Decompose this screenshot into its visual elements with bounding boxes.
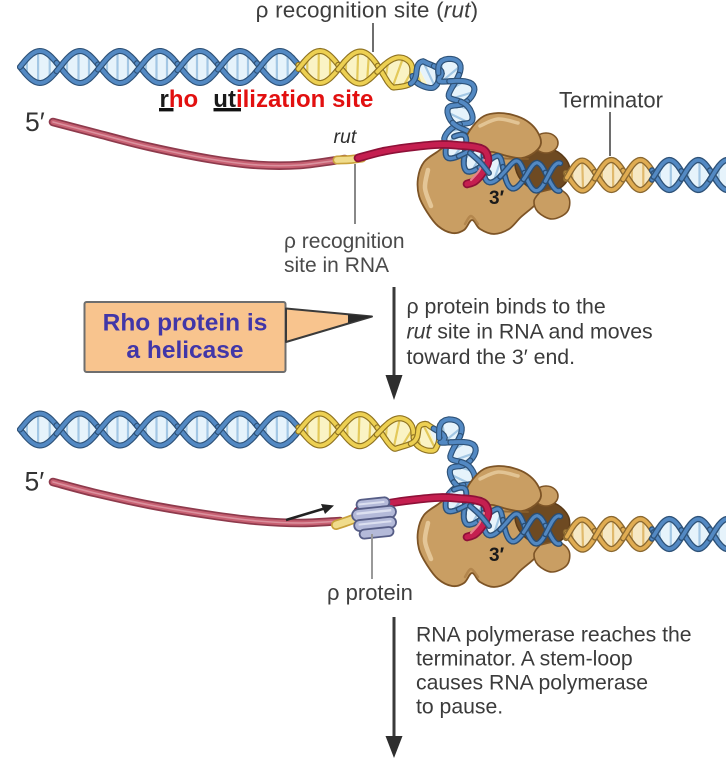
svg-text:rut site in RNA and moves: rut site in RNA and moves (407, 320, 653, 344)
svg-text:to pause.: to pause. (416, 696, 503, 719)
svg-text:Rho protein is: Rho protein is (103, 310, 268, 337)
svg-text:causes RNA polymerase: causes RNA polymerase (416, 672, 648, 695)
svg-text:3′: 3′ (489, 188, 505, 209)
svg-text:terminator. A stem-loop: terminator. A stem-loop (416, 648, 633, 671)
svg-text:5′: 5′ (25, 467, 45, 497)
svg-text:a helicase: a helicase (126, 337, 243, 364)
svg-text:ρ recognition: ρ recognition (284, 230, 405, 253)
svg-text:site in RNA: site in RNA (284, 254, 389, 277)
svg-text:toward the 3′ end.: toward the 3′ end. (407, 345, 576, 369)
svg-text:3′: 3′ (489, 545, 505, 566)
svg-text:ρ protein binds to the: ρ protein binds to the (407, 295, 606, 319)
svg-text:rut: rut (334, 126, 358, 148)
svg-text:5′: 5′ (25, 107, 45, 137)
svg-text:ρ recognition site (rut): ρ recognition site (rut) (256, 0, 479, 23)
svg-text:RNA polymerase reaches the: RNA polymerase reaches the (416, 624, 692, 647)
svg-text:Terminator: Terminator (559, 88, 663, 113)
svg-text:ρ protein: ρ protein (327, 580, 413, 605)
